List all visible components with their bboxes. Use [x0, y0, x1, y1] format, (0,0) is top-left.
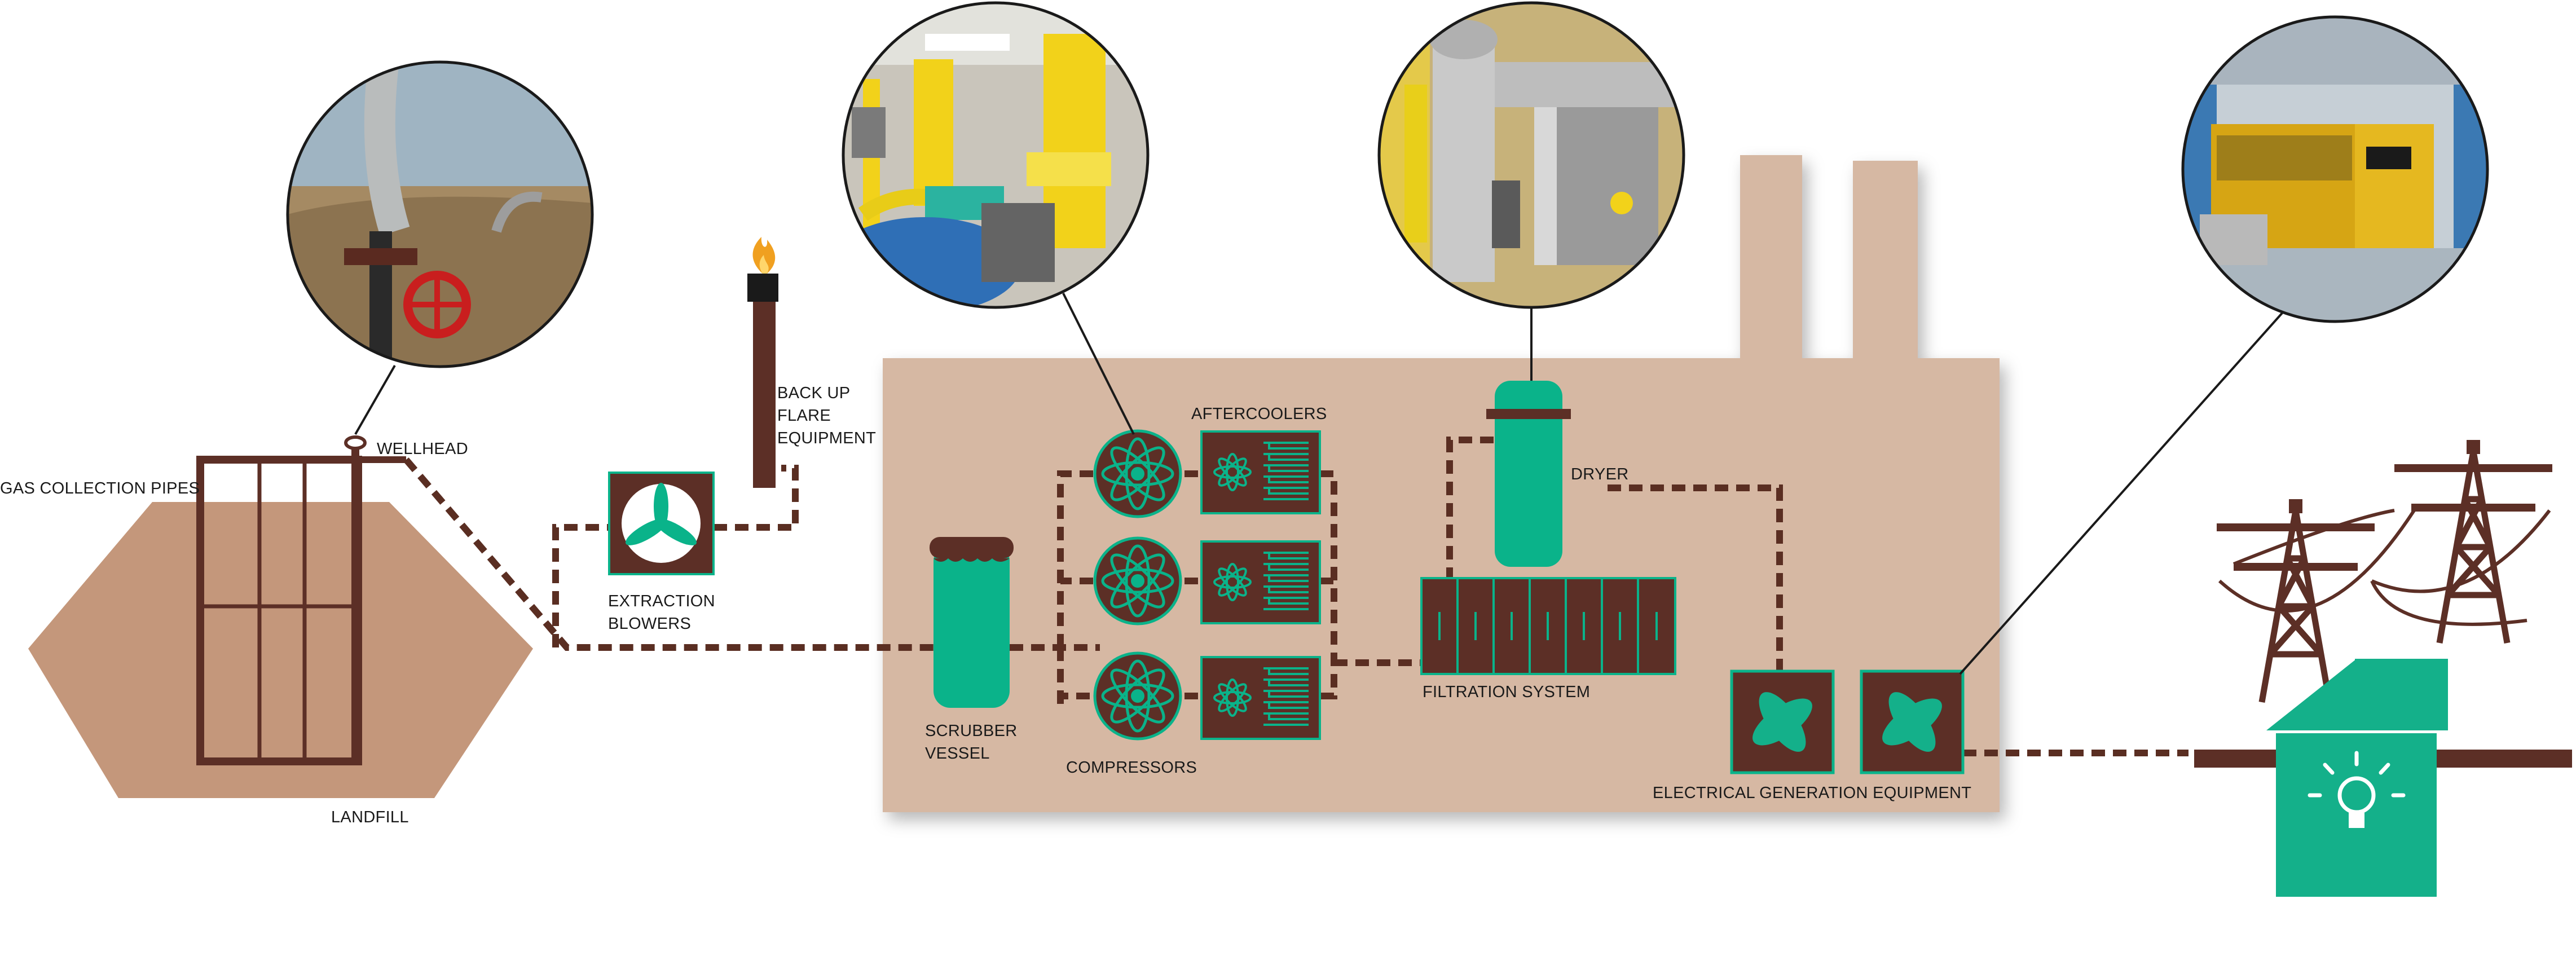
dryer [1486, 381, 1571, 567]
label-filtration-system: FILTRATION SYSTEM [1423, 683, 1590, 701]
label-electrical-generation-equipment: ELECTRICAL GENERATION EQUIPMENT [1653, 784, 1971, 802]
label-aftercoolers: AFTERCOOLERS [1191, 405, 1327, 423]
generator-1 [1732, 671, 1833, 773]
labels: GAS COLLECTION PIPES WELLHEAD LANDFILL E… [0, 384, 1971, 826]
label-dryer: DRYER [1571, 465, 1629, 483]
backup-flare [747, 237, 778, 488]
lightbulb-icon [2308, 751, 2406, 828]
plant-building [883, 155, 2000, 812]
extraction-blower [608, 472, 715, 575]
scrubber-vessel [930, 537, 1014, 708]
aftercoolers [1200, 430, 1321, 740]
label-wellhead: WELLHEAD [377, 440, 468, 458]
filtration-system [1420, 577, 1676, 675]
label-gas-collection-pipes: GAS COLLECTION PIPES [0, 479, 200, 497]
compressor-photo-icon [842, 1, 1150, 309]
generator-2 [1861, 671, 1963, 773]
aftercooler-1 [1200, 430, 1321, 514]
house [2266, 659, 2448, 897]
compressor-1 [1095, 431, 1181, 517]
label-landfill: LANDFILL [331, 808, 409, 826]
aftercooler-2 [1200, 540, 1321, 624]
label-back-up: BACK UP [777, 384, 850, 402]
compressor-2 [1095, 538, 1181, 624]
valve-photo-icon [286, 60, 594, 368]
landfill [28, 435, 533, 798]
label-scrubber: SCRUBBER [925, 722, 1018, 740]
generator-photo-icon [2181, 15, 2489, 323]
compressor-3 [1095, 653, 1181, 739]
aftercooler-3 [1200, 656, 1321, 740]
gas-pipeline [403, 437, 2189, 756]
label-flare: FLARE [777, 407, 831, 425]
compressors [1095, 431, 1181, 739]
label-vessel: VESSEL [925, 744, 990, 763]
label-equipment: EQUIPMENT [777, 429, 876, 447]
label-extraction: EXTRACTION [608, 592, 715, 610]
dryer-photo-icon [1377, 1, 1685, 309]
label-blowers: BLOWERS [608, 615, 691, 633]
callout-lines [354, 293, 2288, 675]
wellhead [344, 435, 367, 450]
flame-icon [752, 237, 776, 274]
label-compressors: COMPRESSORS [1066, 759, 1197, 777]
